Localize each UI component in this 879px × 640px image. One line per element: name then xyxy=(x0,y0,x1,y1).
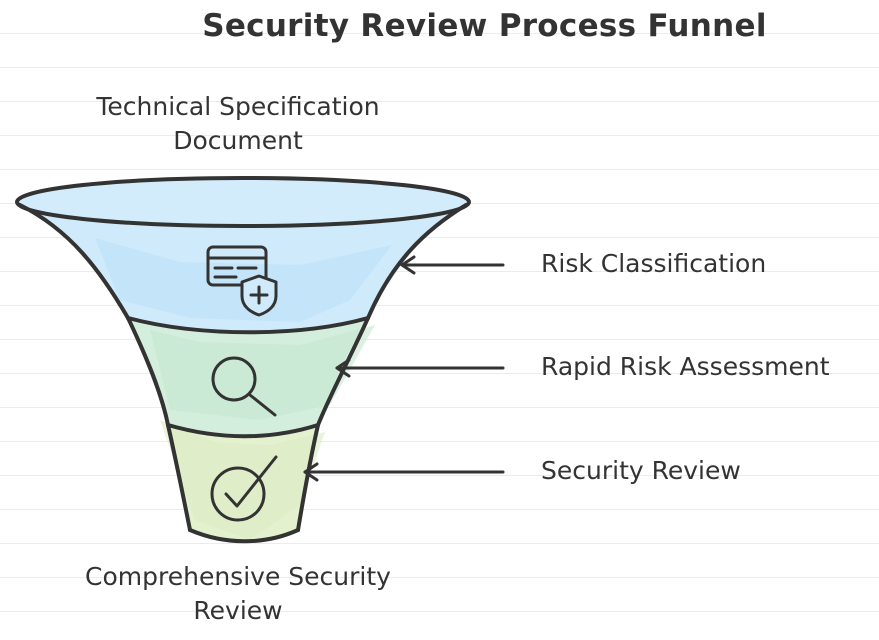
funnel-input-label: Technical Specification Document xyxy=(28,90,448,158)
funnel-output-line-1: Comprehensive Security xyxy=(85,562,391,591)
funnel-stage-3-fill-sketch xyxy=(160,420,325,540)
magnifier-icon xyxy=(211,356,277,417)
stage-2-connector xyxy=(335,358,505,378)
funnel-stage-2-fill-sketch xyxy=(150,325,375,420)
funnel-outline-left xyxy=(18,203,192,532)
stage-3-connector xyxy=(303,462,505,482)
funnel-rim xyxy=(15,176,471,228)
stage-1-connector xyxy=(400,255,505,275)
stage-label-risk-classification: Risk Classification xyxy=(541,249,767,278)
funnel-input-line-1: Technical Specification xyxy=(96,92,380,121)
funnel-bottom-edge xyxy=(188,528,300,544)
funnel-divider-2 xyxy=(166,423,320,439)
funnel-divider-1 xyxy=(126,316,370,335)
funnel-output-line-2: Review xyxy=(193,596,283,625)
stage-label-security-review: Security Review xyxy=(541,456,741,485)
document-shield-icon xyxy=(206,245,278,317)
funnel-output-label: Comprehensive Security Review xyxy=(28,560,448,628)
stage-label-rapid-risk-assessment: Rapid Risk Assessment xyxy=(541,352,830,381)
funnel-input-line-2: Document xyxy=(173,126,303,155)
funnel-outline-right xyxy=(296,203,468,532)
checkmark-circle-icon xyxy=(210,455,278,522)
diagram-title: Security Review Process Funnel xyxy=(202,8,767,44)
